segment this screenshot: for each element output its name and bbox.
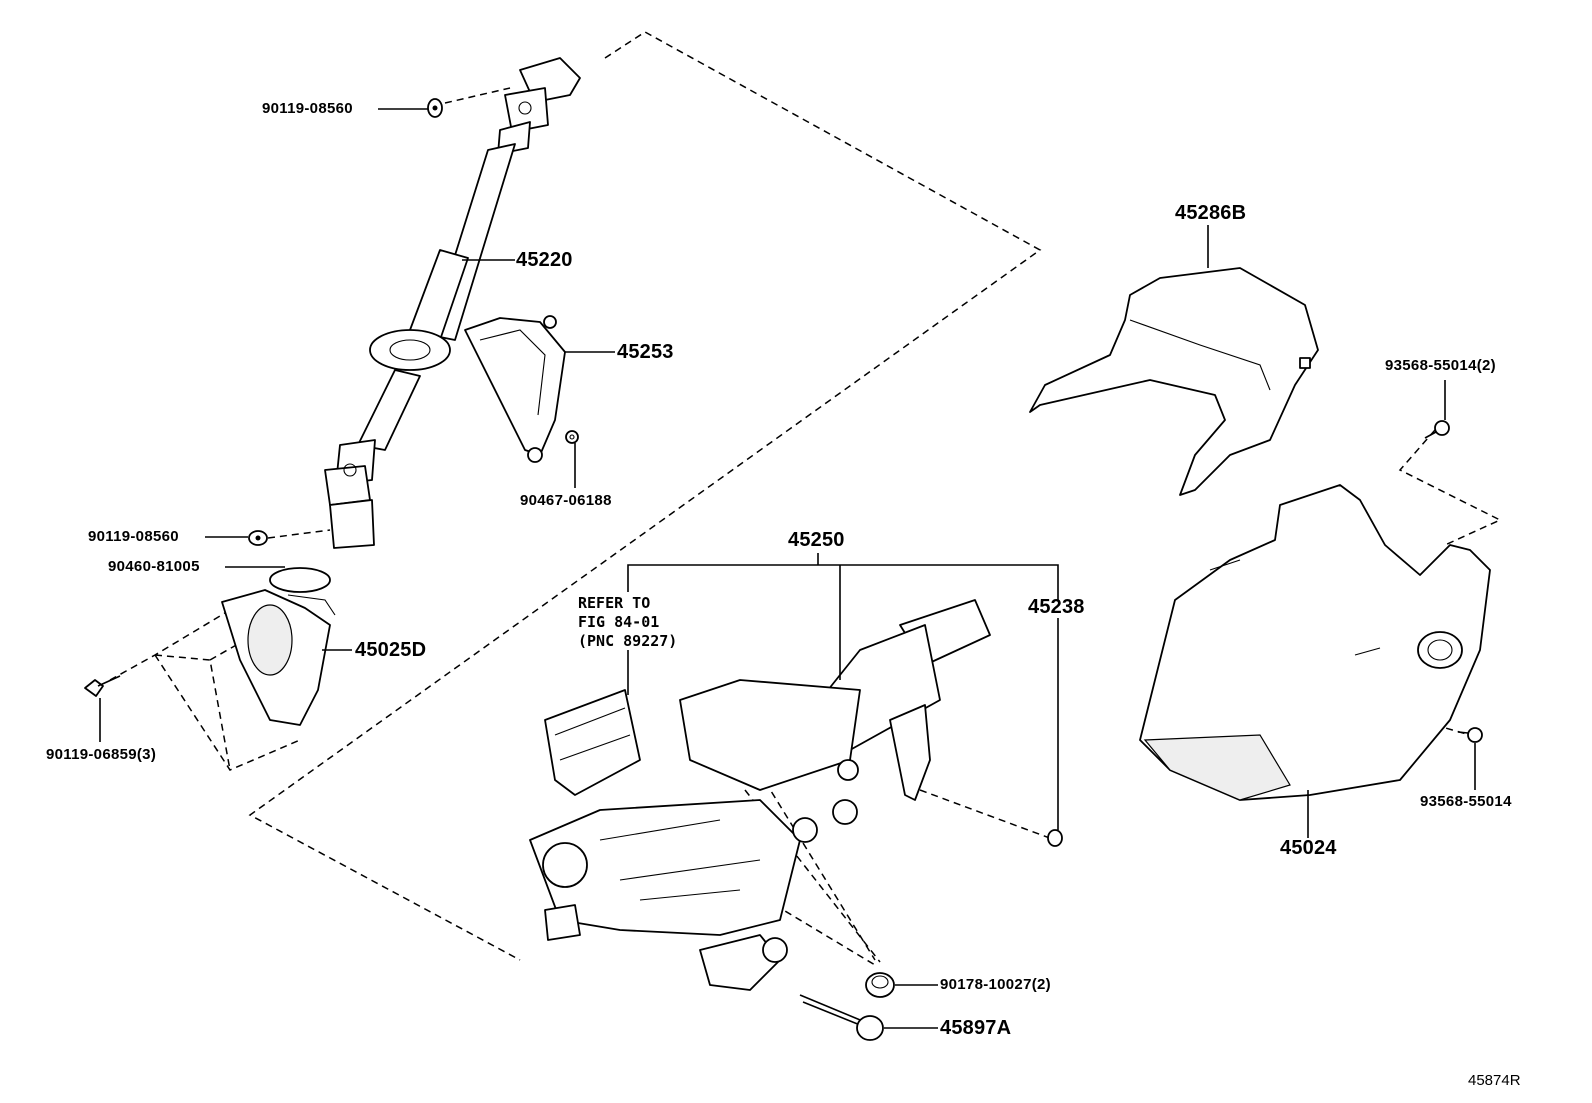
- bolt-90119-08560-top: [427, 98, 443, 118]
- cover-dash-upper: [1398, 429, 1502, 546]
- flange-dash-3: [154, 654, 231, 771]
- flange-45025D: [221, 589, 336, 726]
- label-93568-55014: 93568-55014: [1420, 793, 1512, 810]
- label-93568-55014-2: 93568-55014(2): [1385, 357, 1496, 374]
- label-45253: 45253: [617, 341, 674, 363]
- label-90119-08560-mid: 90119-08560: [88, 528, 179, 545]
- clip-90467-06188: [565, 430, 579, 444]
- label-90467-06188: 90467-06188: [520, 492, 612, 509]
- bolt-45897A: [799, 994, 884, 1041]
- ecu-module-89227: [544, 689, 641, 796]
- label-45897A: 45897A: [940, 1017, 1012, 1039]
- bolt-90119-08560-mid: [248, 530, 268, 546]
- column-dash-3: [774, 904, 876, 966]
- label-45025D: 45025D: [355, 639, 427, 661]
- refer-note-line1: REFER TO: [578, 594, 651, 612]
- label-45024: 45024: [1280, 837, 1337, 859]
- bolt-dash-top: [444, 87, 511, 104]
- bolt-90119-06859: [84, 675, 121, 697]
- flange-dash-4: [209, 639, 246, 661]
- o-ring-90460-81005: [269, 567, 331, 593]
- bolt-dash-mid: [267, 529, 331, 539]
- screw-93568-55014-upper: [1424, 420, 1450, 439]
- label-90460-81005: 90460-81005: [108, 558, 200, 575]
- nut-90178-10027: [865, 972, 895, 998]
- bracket-dash: [919, 789, 1056, 841]
- label-90178-10027: 90178-10027(2): [940, 976, 1051, 993]
- shaft-assembly-boundary: [248, 31, 1042, 961]
- refer-note: REFER TO FIG 84-01 (PNC 89227): [578, 594, 677, 651]
- upper-column-cover-45286B: [1029, 267, 1319, 496]
- refer-note-line3: (PNC 89227): [578, 632, 678, 650]
- figure-reference: 45874R: [1468, 1072, 1521, 1089]
- screw-93568-55014-lower: [1457, 727, 1483, 743]
- column-hole-cover-45253: [464, 315, 566, 463]
- label-90119-08560-top: 90119-08560: [262, 100, 353, 117]
- leader-45250-bracket: [627, 564, 1059, 600]
- label-45220: 45220: [516, 249, 573, 271]
- label-45250: 45250: [788, 529, 845, 551]
- intermediate-shaft-45220: [324, 57, 581, 549]
- lower-column-cover-45024: [1139, 484, 1491, 801]
- label-45238: 45238: [1028, 596, 1085, 618]
- clip-45238: [1047, 829, 1063, 847]
- label-90119-06859: 90119-06859(3): [46, 746, 157, 763]
- flange-dash-2: [154, 654, 301, 771]
- label-45286B: 45286B: [1175, 202, 1247, 224]
- refer-note-line2: FIG 84-01: [578, 613, 660, 631]
- column-assembly-45250: [529, 599, 991, 991]
